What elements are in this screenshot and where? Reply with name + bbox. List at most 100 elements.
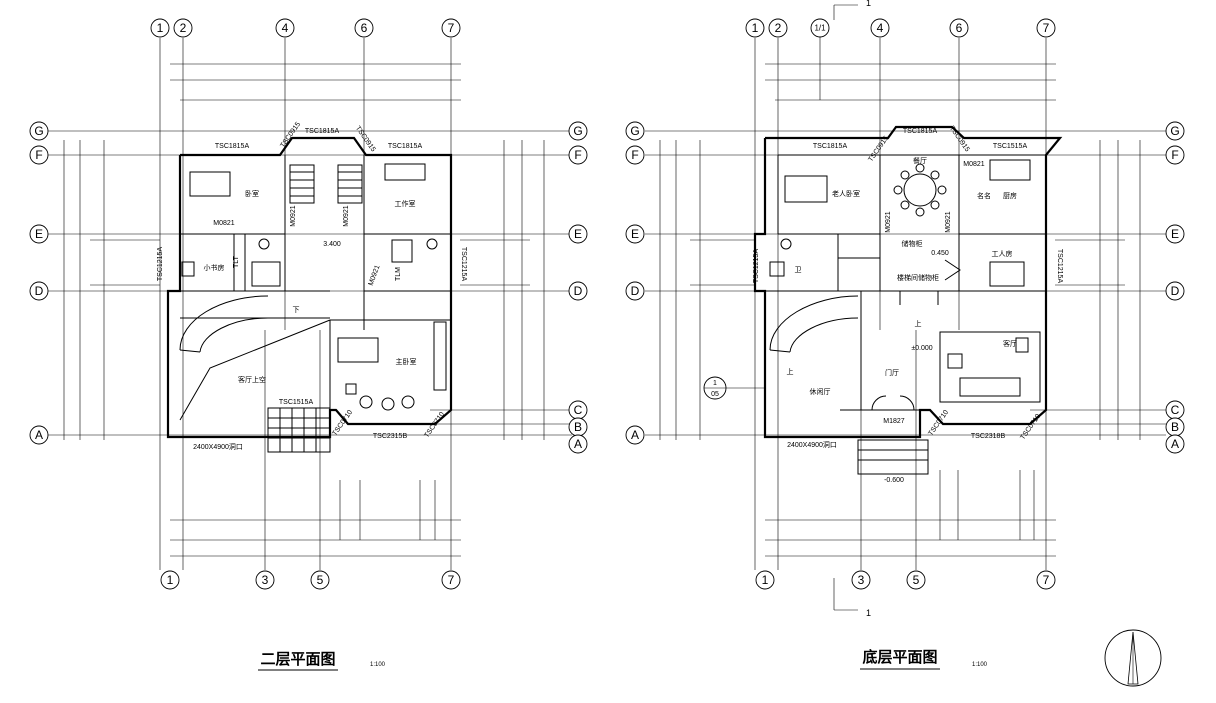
axis-label: 1 bbox=[762, 573, 769, 587]
axis-label: 4 bbox=[282, 21, 289, 35]
axis-bubble-right-F: F bbox=[568, 145, 588, 165]
plan-title: 底层平面图 bbox=[862, 648, 937, 666]
room-labels: 老人卧室 餐厅 厨房 名名 卫 工人房 客厅 门厅 休闲厅 上 上 储物柜 楼梯… bbox=[787, 156, 1018, 396]
axis-bubble-right-C: C bbox=[1165, 400, 1185, 420]
axis-label: 7 bbox=[1043, 21, 1050, 35]
axis-label: G bbox=[630, 124, 639, 138]
section-marker-icon: 1 bbox=[866, 0, 871, 8]
axis-label: 3 bbox=[262, 573, 269, 587]
elevation-label: -0.600 bbox=[884, 477, 904, 484]
plan-scale: 1:100 bbox=[370, 662, 386, 668]
axis-label: D bbox=[1171, 284, 1180, 298]
detail-ref-bottom: 05 bbox=[711, 391, 719, 398]
window-label: TSC1815A bbox=[305, 128, 340, 135]
axis-label: 2 bbox=[775, 21, 782, 35]
room-label: 餐厅 bbox=[913, 156, 927, 165]
axis-bubble-left-G: G bbox=[625, 121, 645, 141]
room-label: 上 bbox=[915, 319, 922, 328]
axis-bubble-right-B: B bbox=[568, 417, 588, 437]
room-label: 客厅上空 bbox=[238, 375, 266, 384]
axis-label: A bbox=[35, 428, 43, 442]
axis-label: E bbox=[35, 227, 43, 241]
room-label: TLM bbox=[395, 267, 402, 281]
axis-label: D bbox=[35, 284, 44, 298]
axis-bubbles: 1 2 4 6 7 1 3 5 7 G F E D A G F E D C B … bbox=[29, 18, 588, 590]
axis-label: 7 bbox=[448, 573, 455, 587]
window-labels: TSC1815A TSC1815A TSC1815A TSC0915 TSC09… bbox=[157, 121, 467, 451]
axis-label: 1/1 bbox=[814, 24, 826, 33]
detail-ref-top: 1 bbox=[713, 380, 717, 387]
axis-label: D bbox=[574, 284, 583, 298]
door-label: M0821 bbox=[963, 161, 985, 168]
room-label: 主卧室 bbox=[396, 357, 417, 366]
window-label: TSC2315B bbox=[373, 433, 408, 440]
room-label: 工作室 bbox=[395, 199, 416, 208]
axis-bubble-right-A: A bbox=[568, 434, 588, 454]
axis-label: A bbox=[1171, 437, 1179, 451]
section-marker-icon: 1 bbox=[866, 608, 871, 618]
room-label: 名名 bbox=[977, 191, 991, 200]
room-label: TLT bbox=[233, 255, 240, 268]
window-label: TSC1815A bbox=[215, 143, 250, 150]
axis-bubble-bottom-1: 1 bbox=[755, 570, 775, 590]
axis-bubble-top-1: 1 bbox=[150, 18, 170, 38]
axis-bubble-left-A: A bbox=[29, 425, 49, 445]
room-label: 休闲厅 bbox=[810, 387, 831, 396]
window-label: TSC1815A bbox=[813, 143, 848, 150]
axis-label: G bbox=[1170, 124, 1179, 138]
axis-label: E bbox=[631, 227, 639, 241]
door-label: M0921 bbox=[885, 211, 892, 233]
door-label: M0921 bbox=[945, 211, 952, 233]
axis-bubble-top-sub: 1/1 bbox=[810, 18, 830, 38]
plan-title: 二层平面图 bbox=[260, 651, 335, 668]
north-arrow-icon bbox=[1104, 629, 1162, 687]
detail-reference: 1 05 bbox=[703, 376, 765, 400]
axis-bubble-right-B: B bbox=[1165, 417, 1185, 437]
window-label: TSC2318B bbox=[971, 433, 1006, 440]
axis-bubble-top-2: 2 bbox=[173, 18, 193, 38]
door-label: M0921 bbox=[343, 205, 350, 227]
axis-label: A bbox=[574, 437, 582, 451]
axis-bubble-bottom-7: 7 bbox=[1036, 570, 1056, 590]
room-label: 楼梯间储物柜 bbox=[897, 273, 939, 282]
window-label: TSC1215A bbox=[157, 247, 164, 282]
axis-bubble-left-D: D bbox=[29, 281, 49, 301]
interior-walls bbox=[765, 154, 1046, 475]
window-label: TSC1515A bbox=[993, 143, 1028, 150]
axis-label: 4 bbox=[877, 21, 884, 35]
opening-label: 2400X4900洞口 bbox=[787, 440, 837, 449]
axis-label: 5 bbox=[317, 573, 324, 587]
window-label: TSC1815A bbox=[388, 143, 423, 150]
axis-label: 1 bbox=[167, 573, 174, 587]
window-label: TSC0915 bbox=[867, 135, 890, 163]
room-label: 卫 bbox=[795, 266, 802, 274]
axis-label: 1 bbox=[157, 21, 164, 35]
axis-label: 6 bbox=[956, 21, 963, 35]
grid-lines bbox=[645, 4, 1166, 611]
axis-bubble-left-D: D bbox=[625, 281, 645, 301]
axis-bubble-top-7: 7 bbox=[441, 18, 461, 38]
axis-bubble-right-D: D bbox=[1165, 281, 1185, 301]
door-label: M0821 bbox=[213, 220, 235, 227]
axis-bubble-top-4: 4 bbox=[275, 18, 295, 38]
axis-bubble-bottom-3: 3 bbox=[851, 570, 871, 590]
axis-bubble-bottom-1: 1 bbox=[160, 570, 180, 590]
axis-bubble-right-G: G bbox=[1165, 121, 1185, 141]
room-label: 老人卧室 bbox=[832, 189, 860, 198]
axis-bubble-left-E: E bbox=[625, 224, 645, 244]
room-label: 门厅 bbox=[885, 368, 899, 377]
room-label: 小书房 bbox=[204, 263, 225, 272]
axis-label: 7 bbox=[1043, 573, 1050, 587]
room-label: 下 bbox=[293, 306, 300, 314]
room-label: 储物柜 bbox=[902, 239, 923, 248]
axis-bubble-bottom-7: 7 bbox=[441, 570, 461, 590]
axis-bubble-bottom-5: 5 bbox=[906, 570, 926, 590]
window-label: TSC1215A bbox=[460, 247, 467, 282]
opening-label: 2400X4900洞口 bbox=[193, 442, 243, 451]
room-labels: 卧室 工作室 小书房 主卧室 客厅上空 下 TLT TLM bbox=[204, 189, 417, 384]
axis-bubble-top-6: 6 bbox=[354, 18, 374, 38]
door-label: M0921 bbox=[368, 264, 382, 287]
axis-label: D bbox=[631, 284, 640, 298]
exterior-walls bbox=[753, 125, 1063, 439]
